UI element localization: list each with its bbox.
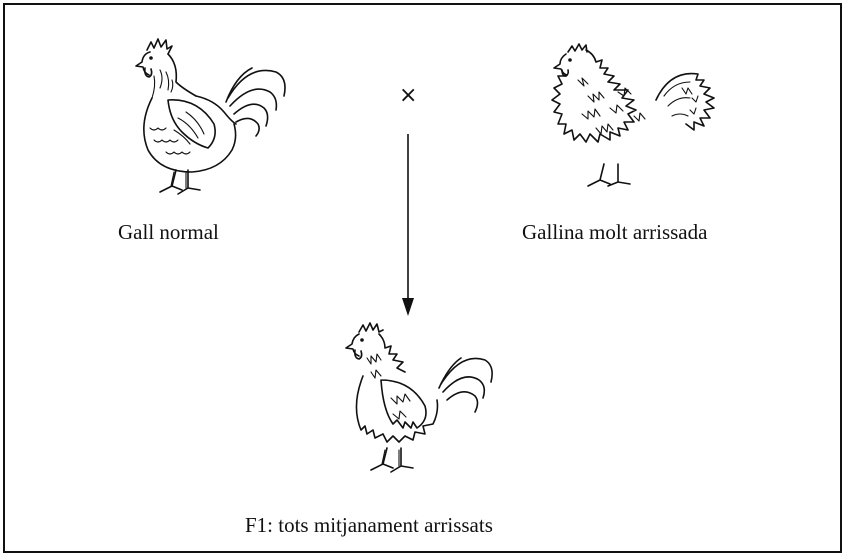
female-parent-label: Gallina molt arrissada xyxy=(522,220,707,245)
f1-offspring-label: F1: tots mitjanament arrissats xyxy=(245,513,493,538)
normal-rooster-illustration xyxy=(130,28,295,198)
male-parent-label: Gall normal xyxy=(118,220,219,245)
cross-arrow xyxy=(400,134,416,318)
cross-symbol: × xyxy=(399,83,417,108)
f1-rooster-illustration xyxy=(345,318,510,488)
frizzled-hen-illustration xyxy=(548,36,728,202)
